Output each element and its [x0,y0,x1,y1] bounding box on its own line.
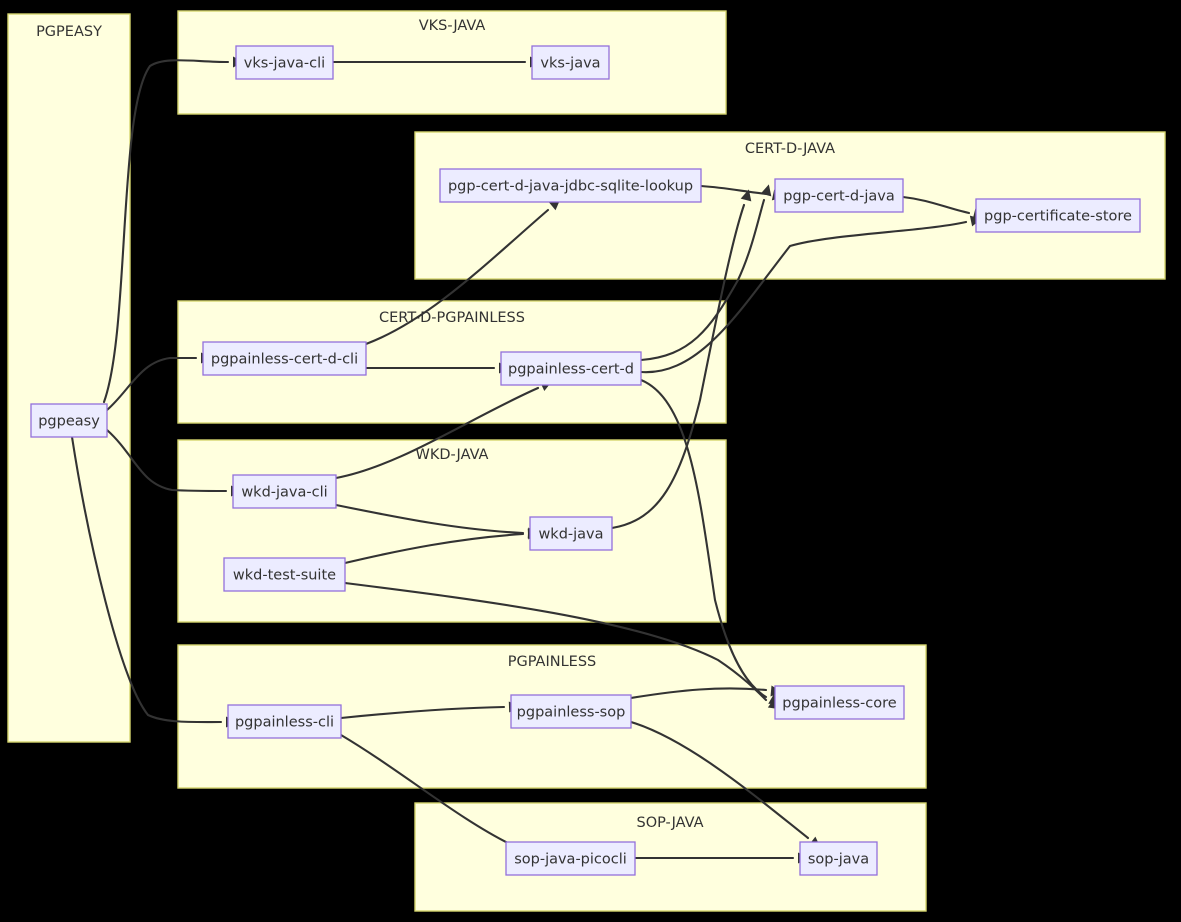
node-box[interactable] [439,168,702,203]
edge-wkd-java-to-pgp-cert-d-java [610,189,752,530]
node-pgpainless-sop[interactable]: pgpainless-sop [510,694,632,729]
node-box[interactable] [799,841,878,876]
node-box[interactable] [232,474,337,509]
edge-path [343,532,525,565]
node-pgpeasy[interactable]: pgpeasy [30,403,108,438]
node-box[interactable] [531,45,610,80]
node-box[interactable] [30,403,108,438]
edge-path [343,581,768,702]
node-label: pgp-certificate-store [984,209,1132,225]
node-pgp-cert-d-java-jdbc-sqlite-lookup[interactable]: pgp-cert-d-java-jdbc-sqlite-lookup [439,168,702,203]
node-box[interactable] [202,341,367,376]
cluster-label: PGPEASY [36,24,102,40]
node-sop-java[interactable]: sop-java [799,841,878,876]
node-label: sop-java-picocli [514,852,627,868]
node-wkd-java[interactable]: wkd-java [529,516,613,551]
edge-path [334,386,540,480]
cluster-box [7,13,131,743]
edge-path [339,705,506,720]
edge-path [70,435,223,724]
edge-path [105,428,228,493]
node-label: wkd-java-cli [241,485,327,501]
cluster-pgpeasy: PGPEASY [7,13,131,743]
cluster-label: CERT-D-PGPAINLESS [379,310,525,326]
node-label: wkd-java [538,527,603,543]
edge-path [639,220,968,374]
node-box[interactable] [774,178,904,213]
node-label: sop-java [808,852,869,868]
node-box[interactable] [529,516,613,551]
edge-path [105,356,198,412]
cluster-label: WKD-JAVA [416,447,489,463]
edge-path [339,733,514,847]
edge-path [901,195,971,215]
node-vks-java[interactable]: vks-java [531,45,610,80]
edge-path [334,503,525,535]
node-label: pgpainless-sop [517,705,626,721]
node-box[interactable] [505,841,636,876]
node-label: pgp-cert-d-java-jdbc-sqlite-lookup [448,179,693,195]
node-pgpainless-cert-d-cli[interactable]: pgpainless-cert-d-cli [202,341,367,376]
node-pgp-cert-d-java[interactable]: pgp-cert-d-java [774,178,904,213]
edge-path [629,687,768,700]
node-label: pgpainless-cert-d [508,362,634,378]
node-label: vks-java-cli [244,56,325,72]
node-sop-java-picocli[interactable]: sop-java-picocli [505,841,636,876]
edge-pgpainless-cert-d-to-pgp-cert-d-java [639,184,772,362]
node-label: wkd-test-suite [233,568,336,584]
node-label: vks-java [540,56,600,72]
node-box[interactable] [227,704,342,739]
node-pgpainless-cert-d[interactable]: pgpainless-cert-d [500,351,642,386]
node-box[interactable] [510,694,632,729]
node-box[interactable] [235,45,334,80]
node-pgpainless-core[interactable]: pgpainless-core [774,685,905,720]
node-label: pgpainless-cli [235,715,334,731]
arrow-head [760,184,772,197]
node-label: pgpeasy [38,414,100,430]
node-box[interactable] [774,685,905,720]
cluster-label: CERT-D-JAVA [745,141,835,157]
node-wkd-test-suite[interactable]: wkd-test-suite [223,557,346,592]
cluster-box [177,439,727,623]
edge-path [639,198,766,362]
edge-path [364,208,550,346]
node-pgp-certificate-store[interactable]: pgp-certificate-store [975,198,1141,233]
edge-path [629,720,810,840]
node-label: pgp-cert-d-java [783,189,894,205]
node-pgpainless-cli[interactable]: pgpainless-cli [227,704,342,739]
node-box[interactable] [975,198,1141,233]
cluster-label: VKS-JAVA [419,18,486,34]
node-box[interactable] [500,351,642,386]
edge-path [639,378,768,699]
node-label: pgpainless-cert-d-cli [211,352,358,368]
cluster-wkd-java: WKD-JAVA [177,439,727,623]
cluster-label: SOP-JAVA [636,815,703,831]
node-box[interactable] [223,557,346,592]
node-wkd-java-cli[interactable]: wkd-java-cli [232,474,337,509]
node-label: pgpainless-core [782,696,896,712]
cluster-label: PGPAINLESS [508,654,597,670]
node-vks-java-cli[interactable]: vks-java-cli [235,45,334,80]
edge-path [610,203,746,530]
edge-path [102,59,230,404]
arrow-head [740,189,752,202]
